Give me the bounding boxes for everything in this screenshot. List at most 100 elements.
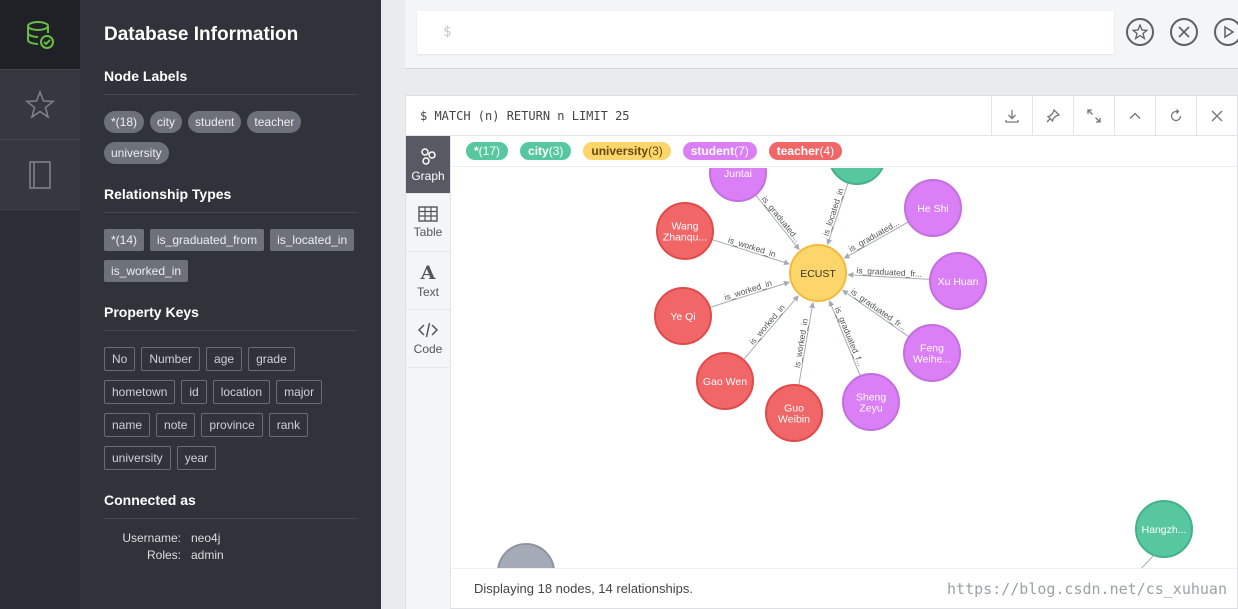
result-frame: $ MATCH (n) RETURN n LIMIT 25 bbox=[405, 95, 1238, 609]
relationship-label: is_worked_in bbox=[747, 302, 787, 346]
star-icon bbox=[1132, 24, 1148, 40]
tab-graph[interactable]: Graph bbox=[406, 136, 450, 194]
relationship-type-chip[interactable]: is_graduated_from bbox=[150, 229, 265, 251]
property-key-chip[interactable]: name bbox=[104, 413, 151, 437]
svg-text:Sheng: Sheng bbox=[856, 392, 887, 404]
relationship-edge[interactable] bbox=[828, 300, 861, 377]
graph-node-teacher[interactable]: Ye Qi bbox=[654, 287, 712, 345]
node-label-chip[interactable]: *(18) bbox=[104, 111, 145, 133]
svg-text:Hangzh...: Hangzh... bbox=[1142, 524, 1187, 536]
node-label-chip[interactable]: city bbox=[150, 111, 183, 133]
legend-chip-all[interactable]: *(17) bbox=[466, 142, 509, 160]
expand-icon bbox=[1087, 109, 1101, 123]
graph-node-university[interactable]: ECUST bbox=[789, 244, 847, 302]
rerun-button[interactable] bbox=[1155, 96, 1196, 136]
relationship-label: is_graduated_fr... bbox=[849, 287, 909, 333]
svg-text:Feng: Feng bbox=[920, 343, 944, 355]
property-key-chip[interactable]: grade bbox=[248, 347, 295, 371]
relationship-edge[interactable] bbox=[742, 295, 799, 361]
legend-chip-university[interactable]: university(3) bbox=[583, 142, 671, 160]
tab-text-label: Text bbox=[416, 285, 439, 299]
pin-button[interactable] bbox=[1032, 96, 1073, 136]
relationship-type-chip[interactable]: *(14) bbox=[104, 229, 145, 251]
close-frame-button[interactable] bbox=[1196, 96, 1237, 136]
property-key-chip[interactable]: rank bbox=[268, 413, 309, 437]
relationship-edge[interactable] bbox=[755, 194, 800, 251]
relationship-label: is_located_in bbox=[820, 187, 845, 237]
property-key-chip[interactable]: note bbox=[156, 413, 196, 437]
graph-node-student[interactable]: Juntai bbox=[709, 168, 767, 202]
rail-favorites[interactable] bbox=[0, 70, 80, 140]
relationship-edge[interactable] bbox=[709, 280, 790, 308]
username-label: Username: bbox=[122, 531, 181, 545]
property-key-chip[interactable]: age bbox=[206, 347, 243, 371]
relationship-type-chip[interactable]: is_located_in bbox=[270, 229, 355, 251]
fullscreen-button[interactable] bbox=[1073, 96, 1114, 136]
database-icon bbox=[27, 20, 54, 49]
relationship-type-chip[interactable]: is_worked_in bbox=[104, 260, 189, 282]
property-key-chip[interactable]: university bbox=[104, 446, 171, 470]
svg-text:Guo: Guo bbox=[784, 403, 804, 415]
graph-node-teacher[interactable]: Gao Wen bbox=[696, 352, 754, 410]
graph-node-student[interactable]: FengWeihe... bbox=[903, 324, 961, 382]
rail-database[interactable] bbox=[0, 0, 80, 70]
rail-documents[interactable] bbox=[0, 140, 80, 210]
legend-chip-city[interactable]: city(3) bbox=[520, 142, 572, 160]
graph-node-city[interactable] bbox=[829, 168, 885, 185]
graph-node-city[interactable]: Hangzh... bbox=[1135, 500, 1193, 558]
roles-label: Roles: bbox=[146, 548, 181, 562]
property-key-chip[interactable]: year bbox=[176, 446, 217, 470]
svg-text:Juntai: Juntai bbox=[724, 168, 752, 180]
query-editor-input[interactable] bbox=[417, 11, 1114, 54]
download-button[interactable] bbox=[991, 96, 1032, 136]
icon-rail bbox=[0, 0, 80, 609]
relationship-edge[interactable] bbox=[842, 289, 910, 338]
book-icon bbox=[29, 160, 51, 189]
property-key-chip[interactable]: hometown bbox=[104, 380, 176, 404]
property-key-chip[interactable]: No bbox=[104, 347, 136, 371]
relationship-edge[interactable] bbox=[798, 301, 815, 386]
node-label-chip[interactable]: teacher bbox=[247, 111, 302, 133]
tab-code[interactable]: Code bbox=[406, 310, 450, 368]
relationship-edge[interactable] bbox=[1138, 554, 1155, 568]
legend-chip-student[interactable]: student(7) bbox=[682, 142, 757, 160]
clear-button[interactable] bbox=[1170, 18, 1198, 46]
relationship-edge[interactable] bbox=[843, 221, 909, 259]
run-button[interactable] bbox=[1214, 18, 1238, 46]
graph-node-teacher[interactable]: WangZhanqu... bbox=[656, 202, 714, 260]
property-key-chip[interactable]: id bbox=[181, 380, 207, 404]
node-label-chip[interactable]: university bbox=[104, 142, 169, 164]
tab-table[interactable]: Table bbox=[406, 194, 450, 252]
property-key-chip[interactable]: major bbox=[276, 380, 323, 404]
legend-chip-teacher[interactable]: teacher(4) bbox=[768, 142, 843, 160]
relationship-edge[interactable] bbox=[847, 272, 931, 280]
relationship-edge[interactable] bbox=[711, 238, 790, 266]
property-key-chip[interactable]: province bbox=[201, 413, 263, 437]
graph-node-student[interactable]: He Shi bbox=[904, 179, 962, 237]
graph-canvas[interactable]: is_graduated...is_worked_inis_worked_ini… bbox=[452, 168, 1238, 568]
node-label-chip[interactable]: student bbox=[188, 111, 242, 133]
tab-text[interactable]: A Text bbox=[406, 252, 450, 310]
download-icon bbox=[1005, 110, 1019, 123]
relationship-types-list: *(14) is_graduated_from is_located_in is… bbox=[104, 229, 357, 282]
svg-text:He Shi: He Shi bbox=[917, 203, 949, 215]
collapse-icon bbox=[1129, 112, 1141, 119]
favorite-button[interactable] bbox=[1126, 18, 1154, 46]
graph-node-unknown[interactable] bbox=[497, 543, 555, 568]
property-key-chip[interactable]: location bbox=[212, 380, 271, 404]
tab-table-label: Table bbox=[413, 225, 443, 239]
property-key-chip[interactable]: Number bbox=[141, 347, 201, 371]
collapse-button[interactable] bbox=[1114, 96, 1155, 136]
pin-icon bbox=[1046, 108, 1061, 123]
graph-node-student[interactable]: Xu Huan bbox=[929, 252, 987, 310]
frame-toolbar bbox=[991, 96, 1237, 136]
frame-header: $ MATCH (n) RETURN n LIMIT 25 bbox=[406, 96, 1237, 136]
status-text: Displaying 18 nodes, 14 relationships. bbox=[474, 581, 693, 596]
relationship-label: is_graduated... bbox=[847, 217, 901, 253]
relationship-edge[interactable] bbox=[826, 182, 849, 246]
svg-text:A: A bbox=[420, 262, 436, 282]
relationship-label: is_graduated... bbox=[760, 194, 803, 244]
frame-query[interactable]: $ MATCH (n) RETURN n LIMIT 25 bbox=[420, 109, 630, 123]
